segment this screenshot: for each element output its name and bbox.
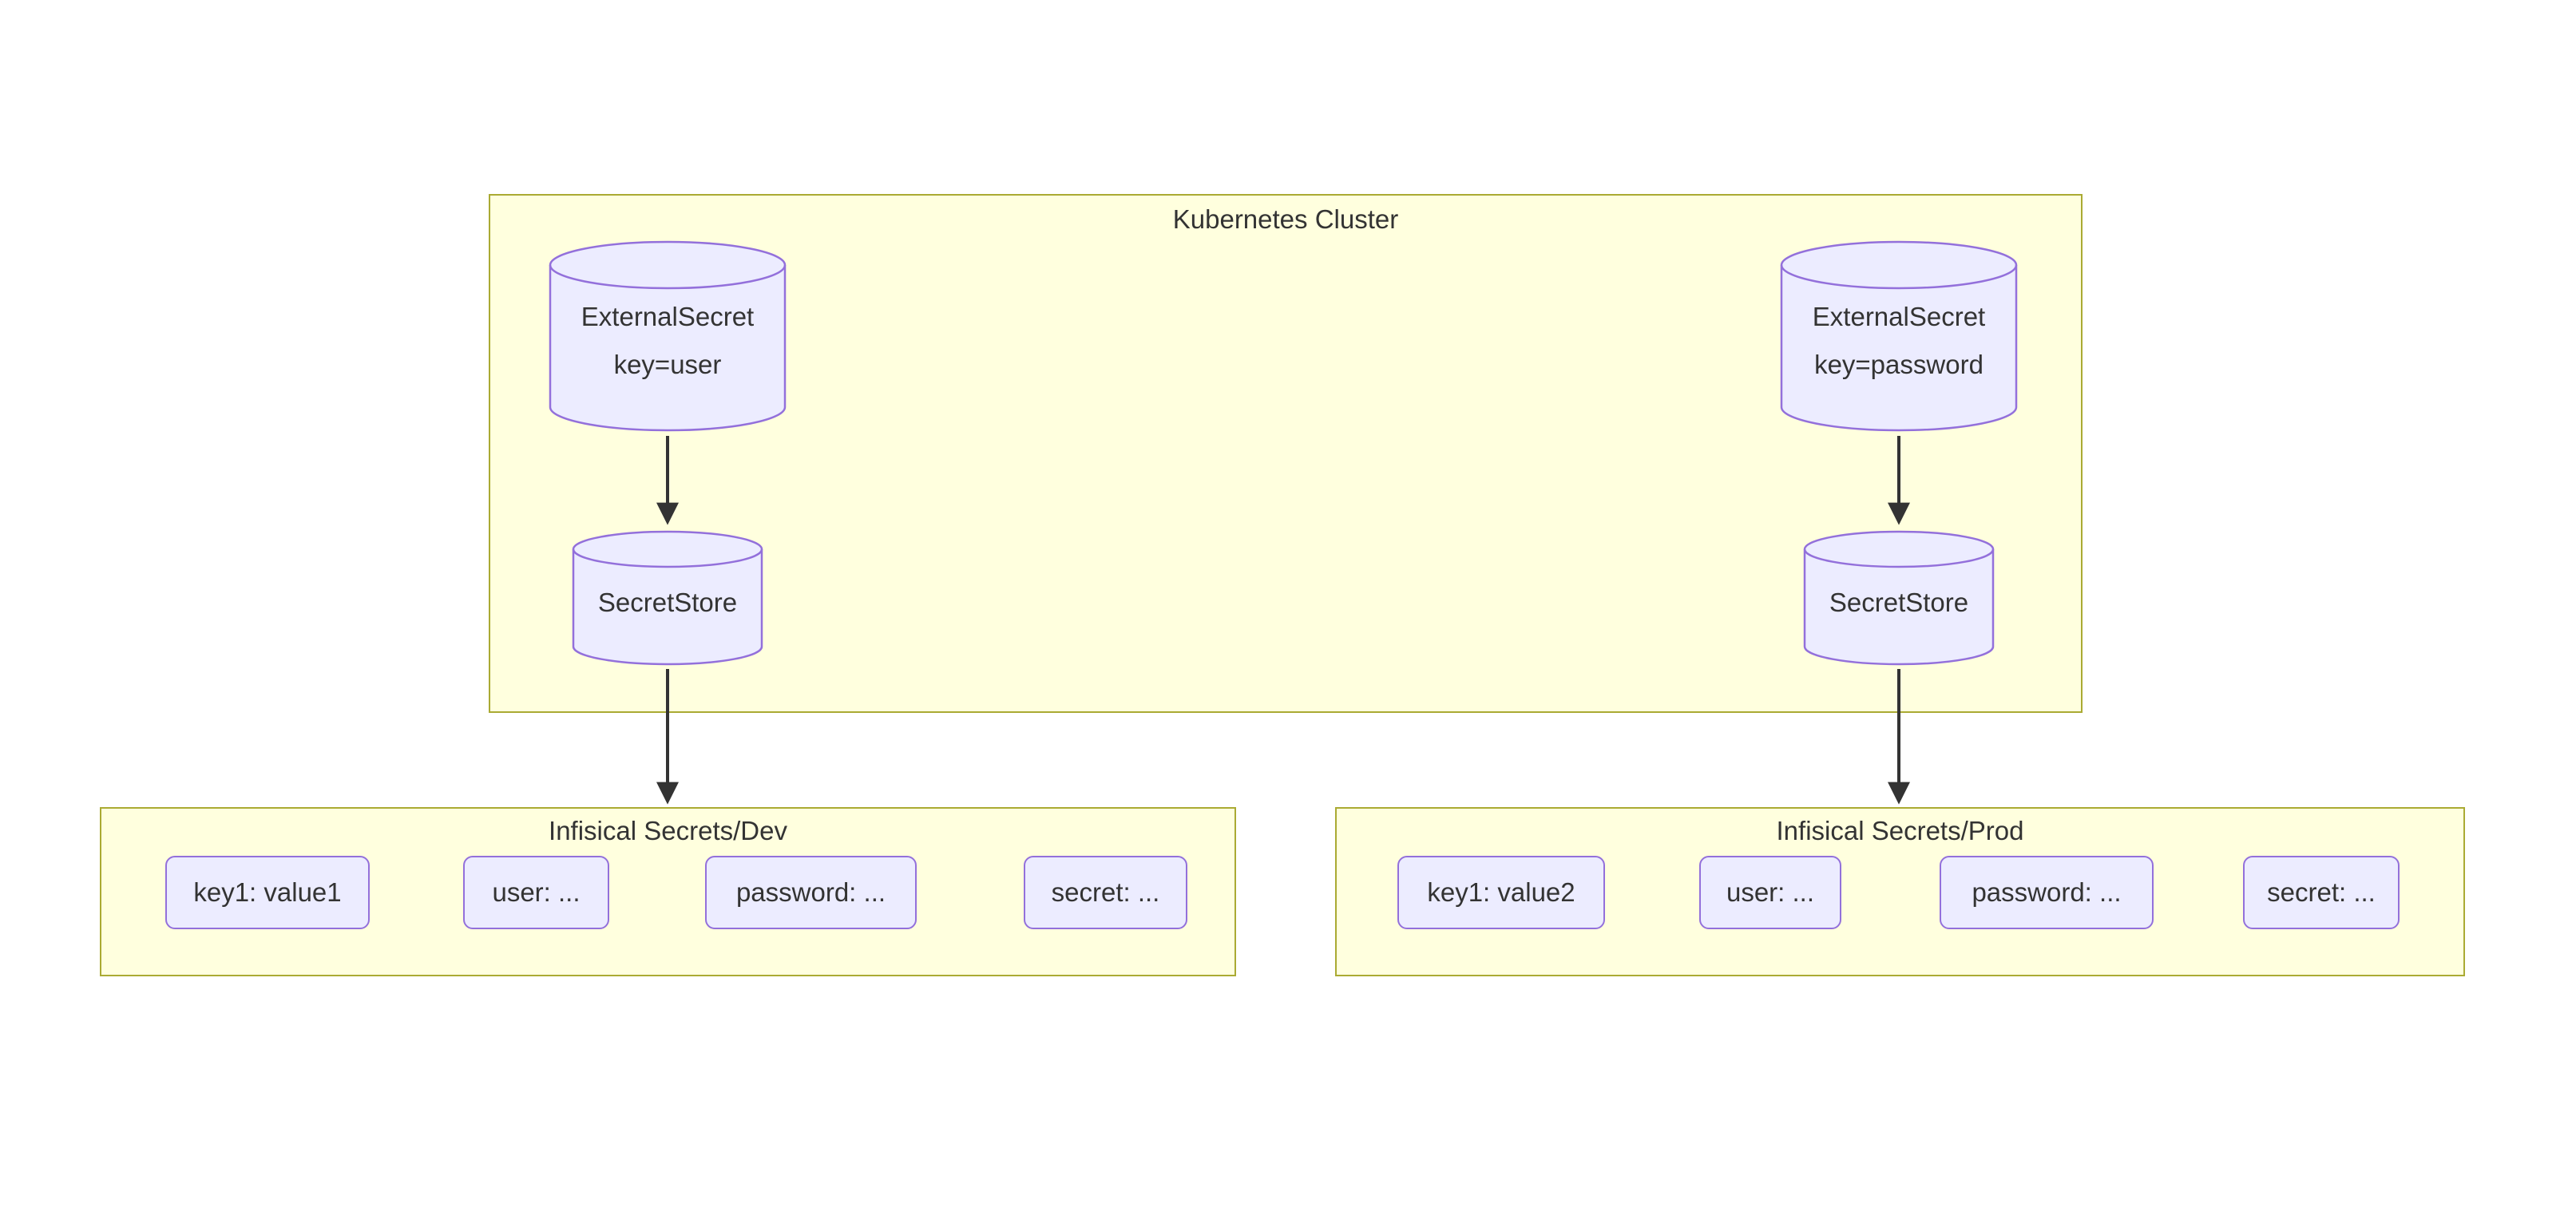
node-dev-key1: key1: value1 bbox=[165, 856, 370, 929]
node-secretstore-right: SecretStore bbox=[1803, 530, 1995, 666]
node-prod-user: user: ... bbox=[1699, 856, 1841, 929]
cluster-kubernetes-title: Kubernetes Cluster bbox=[1172, 204, 1399, 234]
cylinder-icon bbox=[572, 530, 763, 666]
node-prod-password: password: ... bbox=[1940, 856, 2154, 929]
node-dev-secret: secret: ... bbox=[1024, 856, 1187, 929]
node-externalsecret-user: ExternalSecret key=user bbox=[549, 240, 787, 432]
node-prod-secret: secret: ... bbox=[2243, 856, 2400, 929]
node-externalsecret-user-title: ExternalSecret bbox=[581, 302, 755, 331]
cylinder-icon bbox=[1780, 240, 2018, 432]
node-externalsecret-password-subtitle: key=password bbox=[1814, 350, 1984, 379]
node-externalsecret-password-title: ExternalSecret bbox=[1812, 302, 1986, 331]
cylinder-icon bbox=[549, 240, 787, 432]
node-dev-password: password: ... bbox=[705, 856, 917, 929]
cluster-infisical-prod-title: Infisical Secrets/Prod bbox=[1776, 816, 2024, 845]
node-prod-key1: key1: value2 bbox=[1397, 856, 1605, 929]
node-secretstore-left: SecretStore bbox=[572, 530, 763, 666]
node-secretstore-right-label: SecretStore bbox=[1829, 588, 1969, 617]
node-externalsecret-password: ExternalSecret key=password bbox=[1780, 240, 2018, 432]
node-externalsecret-user-subtitle: key=user bbox=[613, 350, 722, 379]
cluster-infisical-dev-title: Infisical Secrets/Dev bbox=[549, 816, 787, 845]
node-dev-user: user: ... bbox=[463, 856, 609, 929]
node-secretstore-left-label: SecretStore bbox=[597, 588, 738, 617]
cylinder-icon bbox=[1803, 530, 1995, 666]
